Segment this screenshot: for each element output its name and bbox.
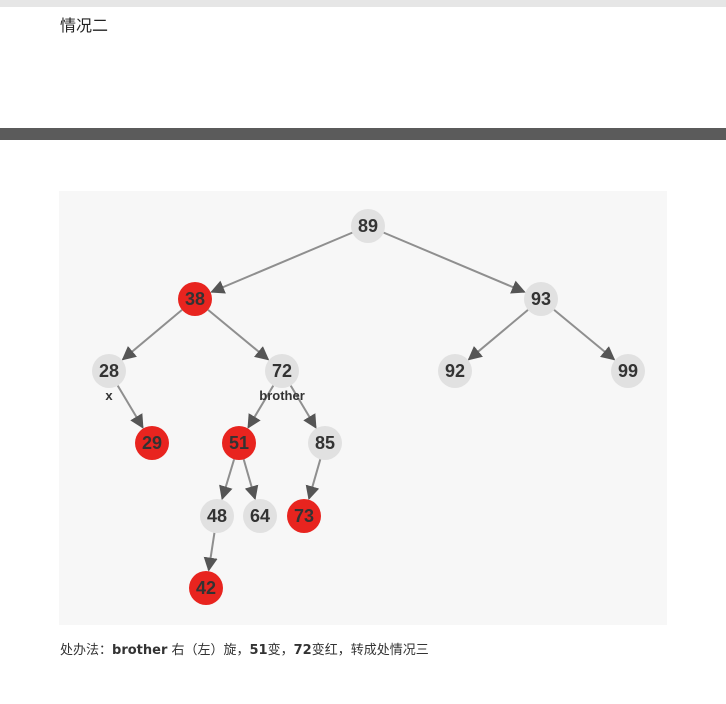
node-93-circle [524, 282, 558, 316]
edge-51-64 [242, 459, 259, 501]
label-x: x [105, 388, 113, 403]
node-89-circle [351, 209, 385, 243]
node-92-label: 92 [445, 361, 465, 381]
label-brother: brother [259, 388, 305, 403]
node-93-label: 93 [531, 289, 551, 309]
edge-89-93 [383, 231, 526, 294]
caption-part3: 变红，转成处情况三 [311, 643, 429, 658]
divider-bar [0, 128, 726, 140]
node-99-label: 99 [618, 361, 638, 381]
node-92: 92 [438, 354, 472, 388]
node-64-label: 64 [250, 506, 270, 526]
node-92-circle [438, 354, 472, 388]
caption-prefix: 处办法： [60, 643, 113, 658]
node-72-circle [265, 354, 299, 388]
red-black-tree-diagram: 89 38 93 28 72 92 99 29 51 85 48 64 73 42 x brother [92, 209, 645, 605]
node-48-label: 48 [207, 506, 227, 526]
labels-layer: x brother [105, 388, 304, 403]
node-28-circle [92, 354, 126, 388]
edge-93-92 [467, 309, 529, 361]
edge-38-72 [207, 309, 270, 361]
edge-89-38 [210, 231, 353, 294]
caption-part2: 变， [267, 643, 294, 658]
node-28: 28 [92, 354, 126, 388]
caption-text: 处办法：brother 右（左）旋，51变，72变红，转成处情况三 [60, 639, 429, 658]
node-48: 48 [200, 499, 234, 533]
node-64: 64 [243, 499, 277, 533]
node-29: 29 [135, 426, 169, 460]
node-42-circle [189, 571, 223, 605]
edge-72-85 [289, 385, 317, 429]
node-85-label: 85 [315, 433, 335, 453]
edge-38-28 [121, 309, 183, 361]
node-38-circle [178, 282, 212, 316]
node-28-label: 28 [99, 361, 119, 381]
caption-51: 51 [249, 643, 268, 658]
edge-48-42 [203, 532, 218, 572]
node-85-circle [308, 426, 342, 460]
node-64-circle [243, 499, 277, 533]
node-73-circle [287, 499, 321, 533]
top-bar [0, 0, 726, 7]
node-51: 51 [222, 426, 256, 460]
section-heading: 情况二 [60, 16, 109, 35]
node-42: 42 [189, 571, 223, 605]
edge-72-51 [247, 385, 275, 429]
node-48-circle [200, 499, 234, 533]
node-99: 99 [611, 354, 645, 388]
node-89: 89 [351, 209, 385, 243]
edge-93-99 [553, 309, 616, 361]
node-29-label: 29 [142, 433, 162, 453]
node-72: 72 [265, 354, 299, 388]
node-38: 38 [178, 282, 212, 316]
node-73: 73 [287, 499, 321, 533]
edge-28-29 [116, 385, 144, 429]
edge-85-73 [305, 459, 322, 501]
tree-figure: 89 38 93 28 72 92 99 29 51 85 48 64 73 42 x brother [59, 191, 667, 625]
nodes-layer: 89 38 93 28 72 92 99 29 51 85 48 64 73 42 [92, 209, 645, 605]
node-99-circle [611, 354, 645, 388]
node-93: 93 [524, 282, 558, 316]
caption-72: 72 [293, 643, 312, 658]
node-72-label: 72 [272, 361, 292, 381]
node-51-label: 51 [229, 433, 249, 453]
node-89-label: 89 [358, 216, 378, 236]
node-51-circle [222, 426, 256, 460]
node-38-label: 38 [185, 289, 205, 309]
node-73-label: 73 [294, 506, 314, 526]
edges-layer [116, 231, 616, 572]
node-42-label: 42 [196, 578, 216, 598]
node-85: 85 [308, 426, 342, 460]
caption-brother: brother [112, 643, 168, 658]
caption-part1: 右（左）旋， [167, 643, 250, 658]
edge-51-48 [219, 458, 236, 501]
node-29-circle [135, 426, 169, 460]
